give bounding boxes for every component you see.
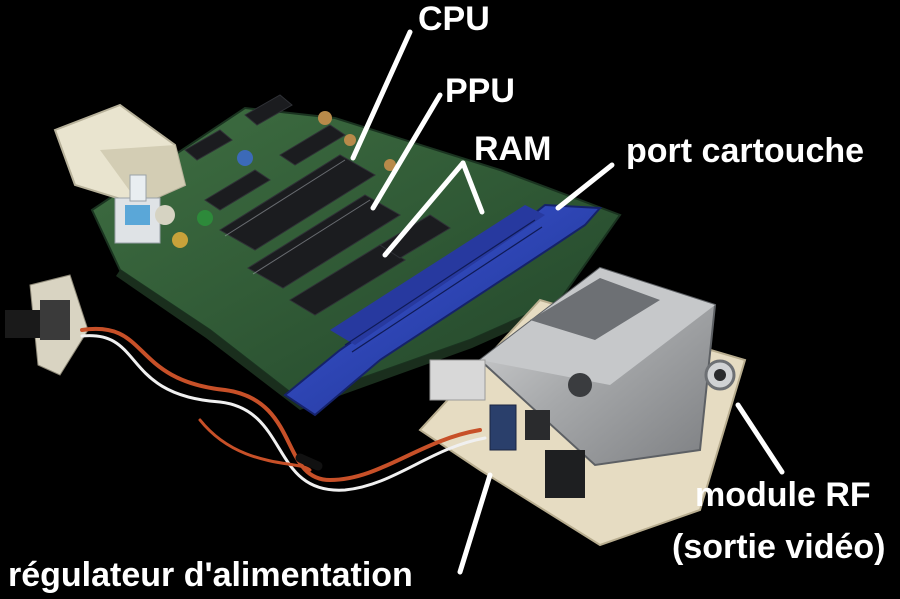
callout-line-rf: [735, 402, 785, 475]
reset-switch: [114, 174, 161, 244]
ic-chips: [184, 94, 451, 316]
wires: [80, 326, 487, 492]
label-cartridge-port: port cartouche: [626, 132, 865, 170]
ppu-chip: [247, 194, 401, 289]
callout-line-ram-b: [460, 160, 485, 215]
label-rf-module-line2: (sortie vidéo): [672, 528, 886, 566]
power-connector: [53, 103, 187, 207]
regulator-components: [429, 359, 585, 498]
callout-line-ppu: [370, 92, 443, 211]
ram-chip-1: [289, 244, 406, 316]
label-power-regulator: régulateur d'alimentation: [8, 556, 413, 594]
label-cpu: CPU: [418, 0, 490, 38]
callout-line-cartridge: [555, 162, 615, 211]
label-ppu: PPU: [445, 72, 515, 110]
power-switch: [5, 274, 89, 376]
callout-lines: [350, 29, 785, 575]
label-ram: RAM: [474, 130, 552, 168]
rf-module-box: [478, 266, 736, 467]
capacitors: [155, 111, 396, 248]
cartridge-connector: [283, 203, 603, 417]
callout-line-regulator: [457, 472, 493, 575]
pcb-edge: [116, 270, 566, 410]
callout-line-ram-a: [382, 160, 466, 258]
label-rf-module-line1: module RF: [695, 476, 871, 514]
cpu-chip: [219, 154, 376, 251]
callout-line-cpu: [350, 29, 413, 161]
